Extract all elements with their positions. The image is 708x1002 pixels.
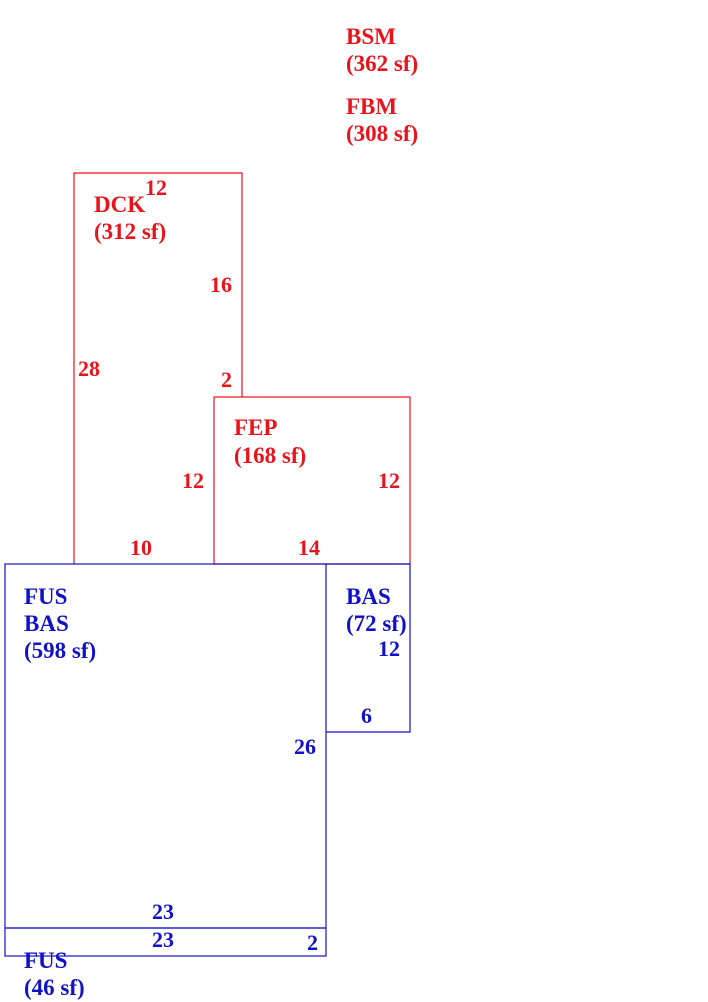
fus-right-dimension: 2 <box>307 930 318 955</box>
bsm-size: (362 sf) <box>346 51 418 76</box>
fep-size: (168 sf) <box>234 443 306 468</box>
fep-bottom-dimension: 14 <box>298 535 320 560</box>
fus-bas-code-2: BAS <box>24 611 69 636</box>
dck-step-dimension: 2 <box>221 367 232 392</box>
red-dimension-labels: 12 16 28 2 12 12 10 14 <box>78 175 400 560</box>
dck-bottom-dimension: 10 <box>130 535 152 560</box>
fus-size: (46 sf) <box>24 975 85 1000</box>
fep-left-dimension: 12 <box>182 468 204 493</box>
dck-size: (312 sf) <box>94 219 166 244</box>
main-bottom-dimension: 23 <box>152 899 174 924</box>
fus-top-dimension: 23 <box>152 927 174 952</box>
blue-outlines <box>4 563 411 957</box>
dck-outline <box>73 172 243 564</box>
bas-code: BAS <box>346 584 391 609</box>
dck-top-dimension: 12 <box>145 175 167 200</box>
fus-bas-size: (598 sf) <box>24 638 96 663</box>
fus-code: FUS <box>24 948 67 973</box>
fus-bas-code-1: FUS <box>24 584 67 609</box>
fep-right-dimension: 12 <box>378 468 400 493</box>
blue-dimension-labels: 12 6 26 23 23 2 <box>152 636 400 955</box>
fep-code: FEP <box>234 415 277 440</box>
bsm-code: BSM <box>346 24 396 49</box>
blue-area-labels: FUS BAS (598 sf) BAS (72 sf) FUS (46 sf) <box>24 584 407 1000</box>
red-area-labels: BSM (362 sf) FBM (308 sf) DCK (312 sf) F… <box>94 24 418 468</box>
dck-left-dimension: 28 <box>78 356 100 381</box>
dck-code: DCK <box>94 192 145 217</box>
dck-right-dimension: 16 <box>210 272 232 297</box>
main-right-dimension: 26 <box>294 734 316 759</box>
fbm-code: FBM <box>346 94 397 119</box>
bas-outline <box>326 563 411 733</box>
fbm-size: (308 sf) <box>346 121 418 146</box>
bas-bottom-dimension: 6 <box>361 703 372 728</box>
bas-size: (72 sf) <box>346 611 407 636</box>
fus-outline <box>4 927 327 957</box>
bas-right-dimension: 12 <box>378 636 400 661</box>
